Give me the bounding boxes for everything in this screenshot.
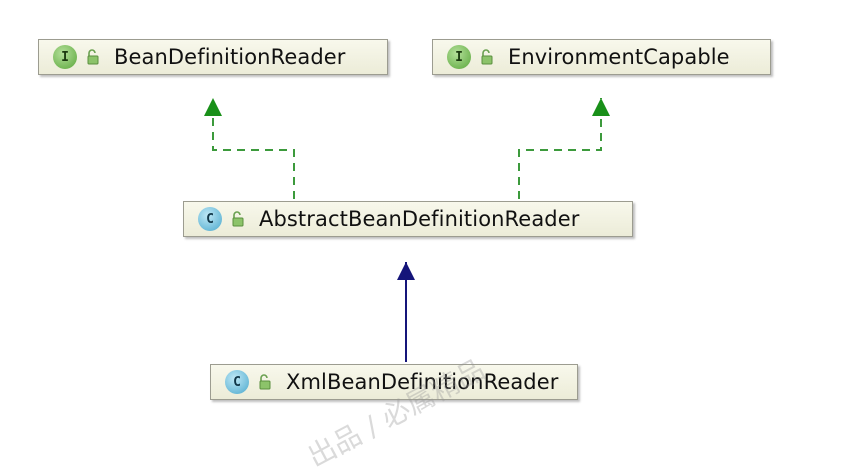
node-label: EnvironmentCapable <box>508 45 730 69</box>
edge-implements-bean-definition-reader <box>204 98 295 199</box>
interface-icon: I <box>53 45 77 69</box>
node-xml-bean-definition-reader[interactable]: C XmlBeanDefinitionReader <box>210 364 578 400</box>
interface-icon: I <box>447 45 471 69</box>
class-icon: C <box>225 370 249 394</box>
node-environment-capable[interactable]: I EnvironmentCapable <box>432 39 771 75</box>
node-label: AbstractBeanDefinitionReader <box>259 207 580 231</box>
open-lock-icon <box>232 211 244 227</box>
node-abstract-bean-definition-reader[interactable]: C AbstractBeanDefinitionReader <box>183 201 633 237</box>
edge-implements-environment-capable <box>518 98 610 199</box>
abstract-class-icon: C <box>198 207 222 231</box>
open-lock-icon <box>87 49 99 65</box>
node-label: XmlBeanDefinitionReader <box>286 370 559 394</box>
open-lock-icon <box>481 49 493 65</box>
diagram-canvas <box>204 98 610 362</box>
open-lock-icon <box>259 374 271 390</box>
node-bean-definition-reader[interactable]: I BeanDefinitionReader <box>38 39 388 75</box>
node-label: BeanDefinitionReader <box>114 45 346 69</box>
